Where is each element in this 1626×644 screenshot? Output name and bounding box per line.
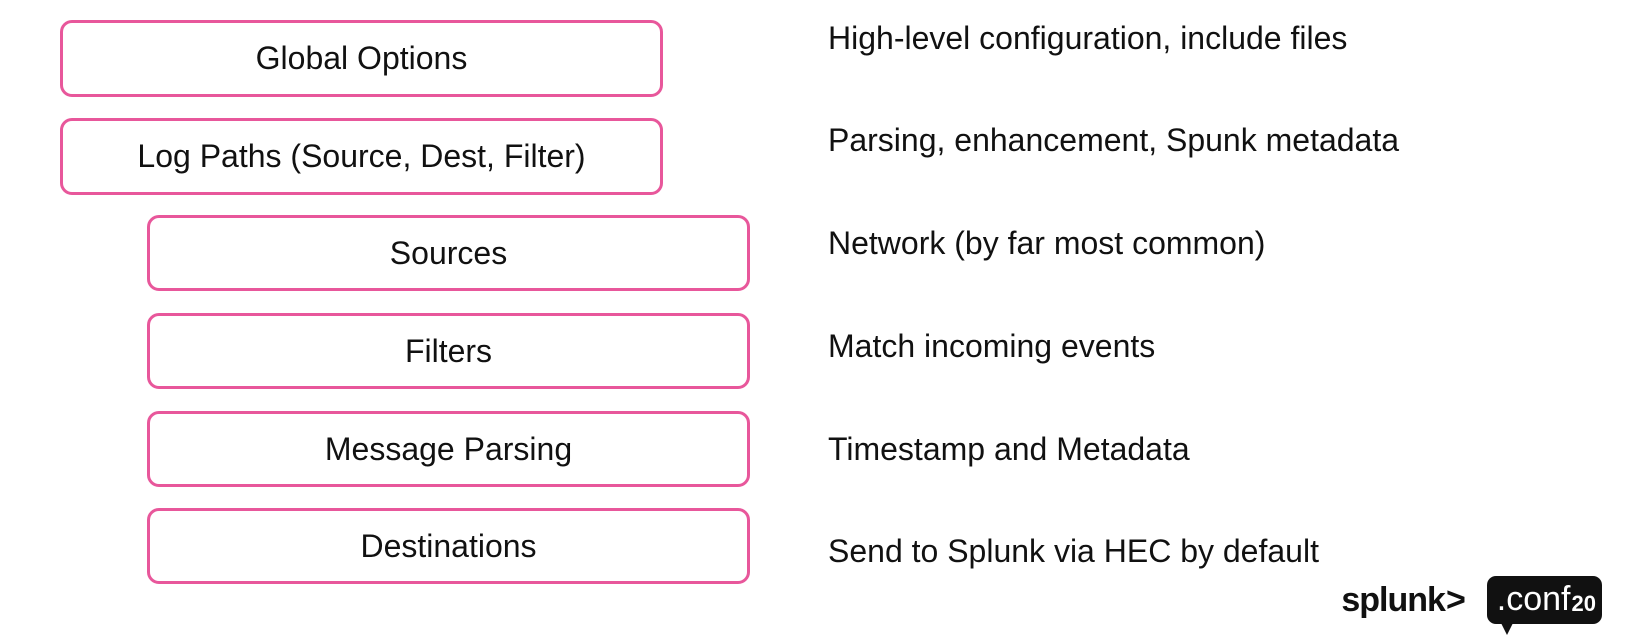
box-sources: Sources	[147, 215, 750, 291]
conf-logo-text: .conf	[1496, 580, 1571, 618]
box-label-sources: Sources	[389, 234, 508, 271]
splunk-logo: splunk>	[1341, 581, 1466, 619]
description-filters: Match incoming events	[828, 328, 1156, 364]
description-global-options: High-level configuration, include files	[828, 20, 1348, 56]
box-label-filters: Filters	[404, 332, 493, 369]
box-label-log-paths: Log Paths (Source, Dest, Filter)	[137, 138, 586, 174]
splunk-chevron-icon: >	[1445, 581, 1466, 619]
speech-bubble-tail-icon	[1500, 623, 1513, 635]
box-label-destinations: Destinations	[360, 527, 537, 564]
description-sources: Network (by far most common)	[828, 225, 1266, 261]
box-filters: Filters	[147, 313, 750, 389]
box-label-message-parsing: Message Parsing	[324, 430, 573, 467]
description-destinations: Send to Splunk via HEC by default	[828, 533, 1319, 569]
box-global-options: Global Options	[60, 20, 663, 97]
box-label-global-options: Global Options	[255, 40, 468, 76]
box-log-paths: Log Paths (Source, Dest, Filter)	[60, 118, 663, 195]
description-log-paths: Parsing, enhancement, Spunk metadata	[828, 122, 1400, 158]
description-message-parsing: Timestamp and Metadata	[828, 431, 1190, 467]
splunk-logo-text: splunk	[1341, 581, 1446, 619]
box-message-parsing: Message Parsing	[147, 411, 750, 487]
box-destinations: Destinations	[147, 508, 750, 584]
conf-logo-year: 20	[1571, 591, 1596, 616]
